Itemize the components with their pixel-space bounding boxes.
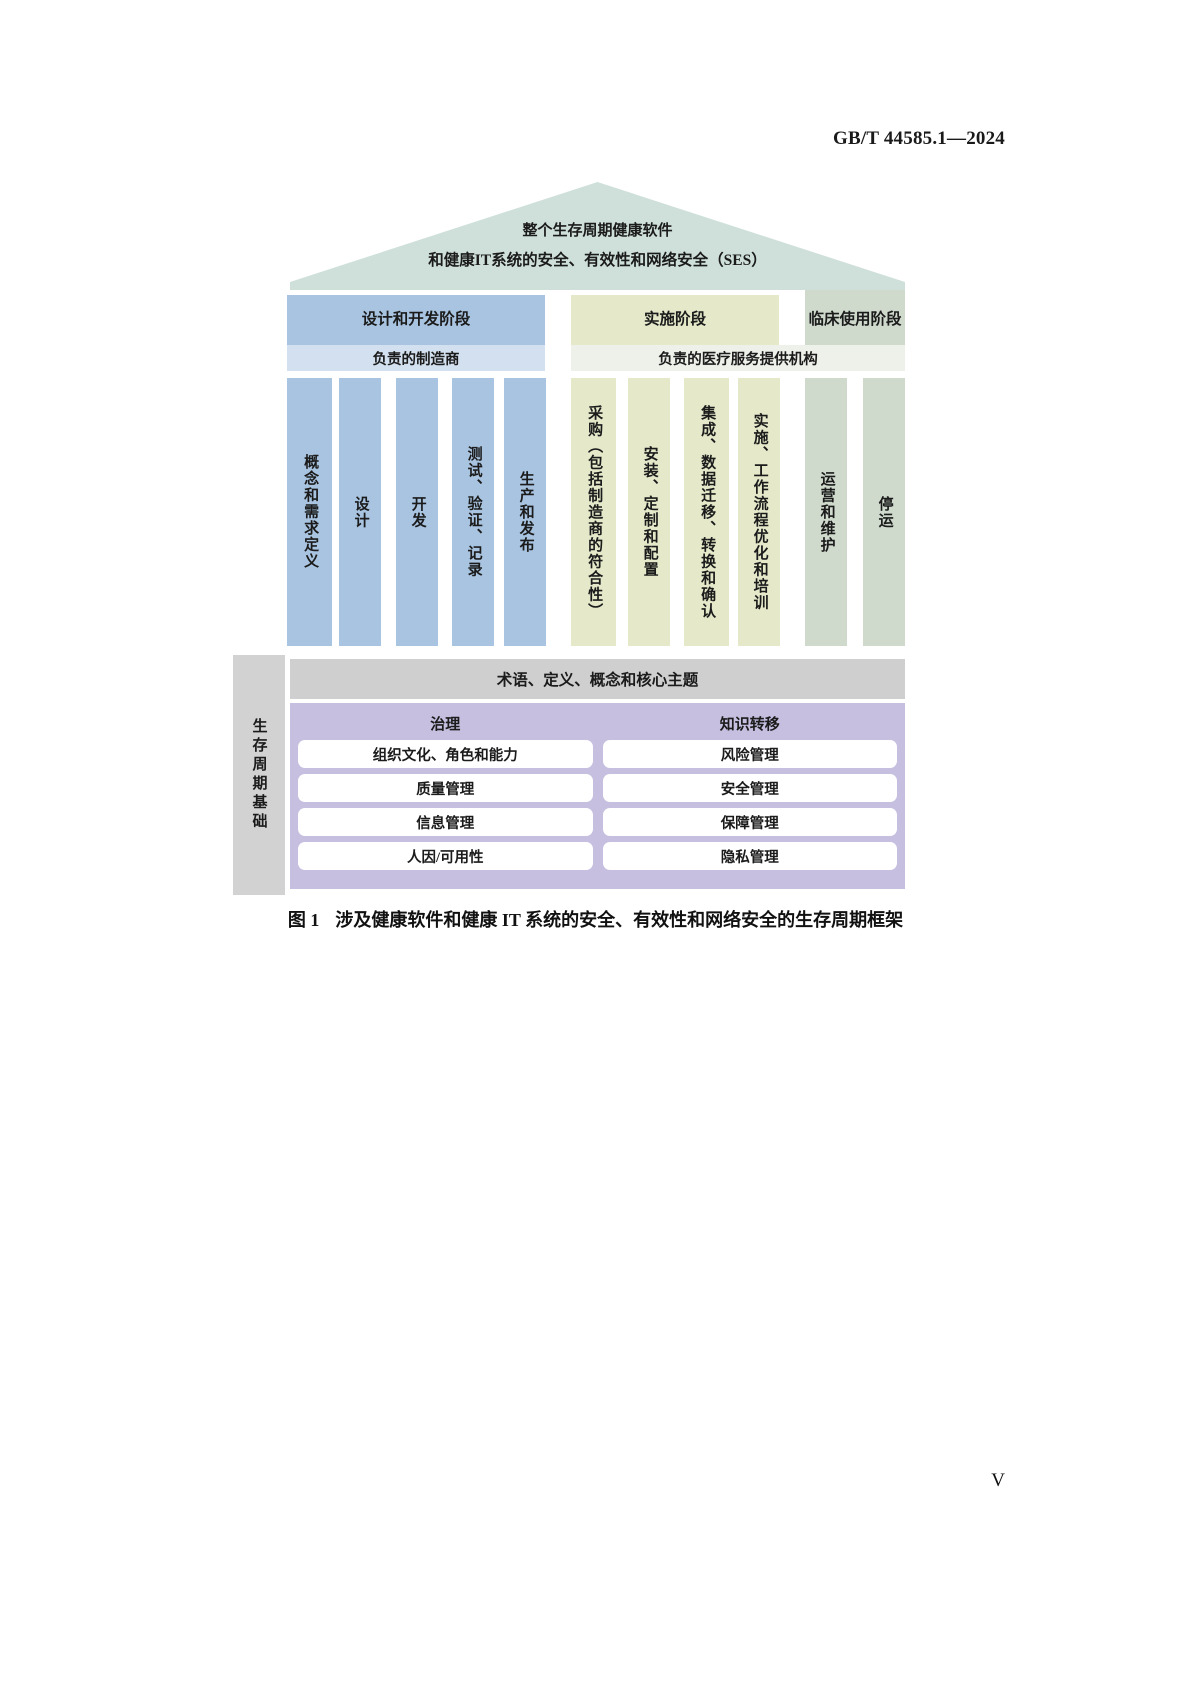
owner-label: 负责的医疗服务提供机构 (658, 351, 818, 368)
pillar-label: 运营和维护 (818, 470, 835, 554)
phase-header-design-development: 设计和开发阶段 (287, 295, 545, 345)
pillar-install-customize-configure: 安装、定制和配置 (628, 378, 670, 646)
pillar-procurement: 采购（包括制造商的符合性） (571, 378, 616, 646)
pillar-label: 设计 (352, 495, 369, 529)
pillar-label: 测试、验证、记录 (465, 446, 482, 578)
roof-pediment: 整个生存周期健康软件 和健康IT系统的安全、有效性和网络安全（SES） (290, 182, 905, 290)
pillar-label: 概念和需求定义 (302, 454, 319, 570)
roof-text: 整个生存周期健康软件 和健康IT系统的安全、有效性和网络安全（SES） (290, 224, 905, 269)
foundation-side-text: 生存周期基础 (250, 718, 267, 832)
foundation-item: 隐私管理 (602, 842, 897, 870)
foundation-column-knowledge-transfer: 知识转移 风险管理 安全管理 保障管理 隐私管理 (602, 709, 897, 881)
roof-line-2: 和健康IT系统的安全、有效性和网络安全（SES） (428, 252, 767, 269)
foundation-item: 人因/可用性 (298, 842, 593, 870)
pillar-decommissioning: 停运 (863, 378, 905, 646)
owner-bar-manufacturer: 负责的制造商 (287, 345, 545, 371)
foundation-item: 风险管理 (602, 740, 897, 768)
foundation-terms-bar: 术语、定义、概念和核心主题 (290, 659, 905, 699)
lifecycle-framework-figure: 整个生存周期健康软件 和健康IT系统的安全、有效性和网络安全（SES） 设计和开… (0, 182, 1191, 932)
pillar-production-release: 生产和发布 (504, 378, 546, 646)
phase-header-clinical-use: 临床使用阶段 (805, 290, 905, 350)
owner-label: 负责的制造商 (372, 351, 460, 368)
owner-bar-healthcare-provider: 负责的医疗服务提供机构 (571, 345, 905, 371)
figure-number: 图 1 (287, 910, 320, 930)
pillar-development: 开发 (396, 378, 438, 646)
pillar-label: 集成、数据迁移、转换和确认 (699, 404, 716, 620)
figure-caption-text: 涉及健康软件和健康 IT 系统的安全、有效性和网络安全的生存周期框架 (335, 910, 904, 930)
pillar-label: 开发 (409, 495, 426, 529)
phase-header-implementation: 实施阶段 (571, 295, 779, 345)
foundation-side-label: 生存周期基础 (233, 655, 285, 895)
foundation-body: 治理 组织文化、角色和能力 质量管理 信息管理 人因/可用性 知识转移 风险管理… (290, 703, 905, 889)
roof-line-1: 整个生存周期健康软件 (522, 223, 673, 239)
foundation-item: 组织文化、角色和能力 (298, 740, 593, 768)
pillar-label: 停运 (876, 495, 893, 529)
foundation-column-title: 治理 (430, 717, 461, 733)
roof-triangle-icon (290, 182, 905, 290)
page-number: V (991, 1470, 1005, 1491)
foundation-terms-label: 术语、定义、概念和核心主题 (496, 672, 699, 689)
pillar-label: 安装、定制和配置 (641, 446, 658, 578)
pillar-label: 生产和发布 (517, 470, 534, 554)
foundation-item: 质量管理 (298, 774, 593, 802)
standard-number: GB/T 44585.1—2024 (833, 128, 1005, 149)
pillar-design: 设计 (339, 378, 381, 646)
foundation-column-title: 知识转移 (719, 717, 780, 733)
page-header: GB/T 44585.1—2024 (833, 128, 1005, 150)
foundation-item: 保障管理 (602, 808, 897, 836)
phase-label: 实施阶段 (643, 311, 706, 329)
pillar-label: 实施、工作流程优化和培训 (751, 413, 768, 611)
pillar-implementation-workflow-training: 实施、工作流程优化和培训 (738, 378, 780, 646)
figure-caption: 图 1 涉及健康软件和健康 IT 系统的安全、有效性和网络安全的生存周期框架 (0, 906, 1191, 932)
phase-label: 设计和开发阶段 (361, 311, 471, 329)
phase-label: 临床使用阶段 (808, 311, 902, 329)
foundation-column-governance: 治理 组织文化、角色和能力 质量管理 信息管理 人因/可用性 (298, 709, 593, 881)
pillar-concept-requirements: 概念和需求定义 (287, 378, 332, 646)
pillar-test-verify-document: 测试、验证、记录 (452, 378, 494, 646)
foundation-item: 信息管理 (298, 808, 593, 836)
pillar-integration-data-migration: 集成、数据迁移、转换和确认 (684, 378, 729, 646)
foundation-item: 安全管理 (602, 774, 897, 802)
pillar-label: 采购（包括制造商的符合性） (586, 404, 603, 620)
pillar-operation-maintenance: 运营和维护 (805, 378, 847, 646)
